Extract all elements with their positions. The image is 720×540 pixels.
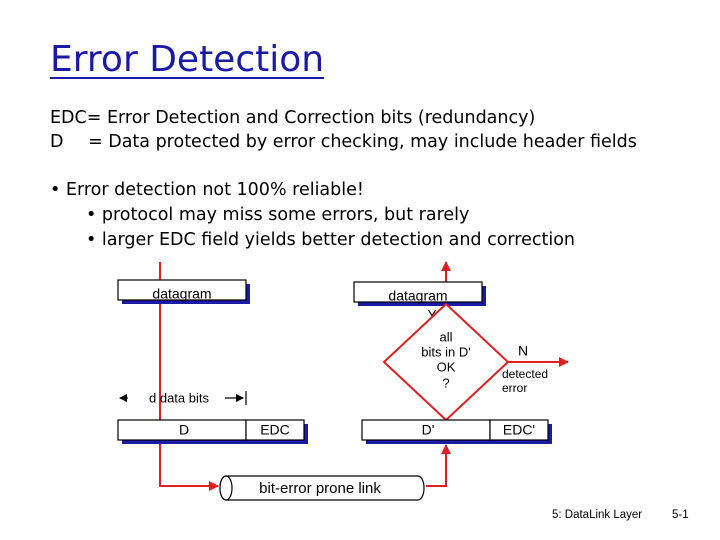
decision-diamond: all bits in D' OK ? bbox=[382, 302, 510, 422]
detected-error-text: detected bbox=[502, 367, 548, 381]
sender-edc-field bbox=[245, 419, 305, 441]
bullet-level-1: • Error detection not 100% reliable! bbox=[50, 180, 364, 200]
decision-text: ? bbox=[442, 375, 449, 390]
definition-text: = Error Detection and Correction bits (r… bbox=[86, 108, 536, 128]
definition-d: D = Data protected by error checking, may… bbox=[50, 132, 637, 153]
bullet-text: larger EDC field yields better detection… bbox=[101, 230, 576, 250]
definition-text: = Data protected by error checking, may … bbox=[88, 132, 637, 152]
sender-d-label: D bbox=[179, 422, 189, 438]
sender-datagram-box: datagram bbox=[117, 279, 250, 304]
sender-to-link-arrow bbox=[159, 262, 219, 491]
definition-term: D bbox=[50, 132, 64, 152]
definition-term: EDC bbox=[50, 108, 87, 128]
d-data-bits-dimension: d data bits bbox=[119, 390, 247, 405]
receiver-edc-field bbox=[489, 419, 549, 441]
footer-page-number: 5-1 bbox=[672, 509, 689, 521]
bullet-level-2: • protocol may miss some errors, but rar… bbox=[86, 205, 470, 225]
sender-frame: D EDC bbox=[117, 419, 308, 444]
decision-text: all bbox=[439, 329, 452, 344]
receiver-d-label: D' bbox=[422, 422, 435, 438]
link-label: bit-error prone link bbox=[259, 480, 381, 497]
bullet-level-2: • larger EDC field yields better detecti… bbox=[86, 230, 576, 250]
bit-error-link-cylinder: bit-error prone link bbox=[219, 475, 425, 501]
footer-chapter: 5: DataLink Layer bbox=[552, 509, 643, 521]
receiver-edc-label: EDC' bbox=[503, 422, 535, 438]
slide-title: Error Detection bbox=[50, 39, 325, 80]
decision-text: OK bbox=[437, 359, 456, 374]
receiver-frame: D' EDC' bbox=[361, 419, 552, 444]
yes-label: Y bbox=[427, 307, 437, 323]
no-label: N bbox=[518, 343, 528, 359]
datagram-label: datagram bbox=[152, 286, 211, 302]
receiver-datagram-box: datagram bbox=[353, 281, 486, 306]
sender-edc-label: EDC bbox=[260, 422, 290, 438]
d-data-bits-label: d data bits bbox=[149, 390, 209, 405]
bullet-text: Error detection not 100% reliable! bbox=[65, 180, 364, 200]
definition-edc: EDC= Error Detection and Correction bits… bbox=[50, 108, 535, 129]
link-to-receiver-arrow bbox=[426, 444, 451, 487]
bullet-text: protocol may miss some errors, but rarel… bbox=[101, 205, 470, 225]
decision-text: bits in D' bbox=[421, 344, 470, 359]
detected-error-text: error bbox=[502, 381, 527, 395]
datagram-label: datagram bbox=[388, 288, 447, 304]
